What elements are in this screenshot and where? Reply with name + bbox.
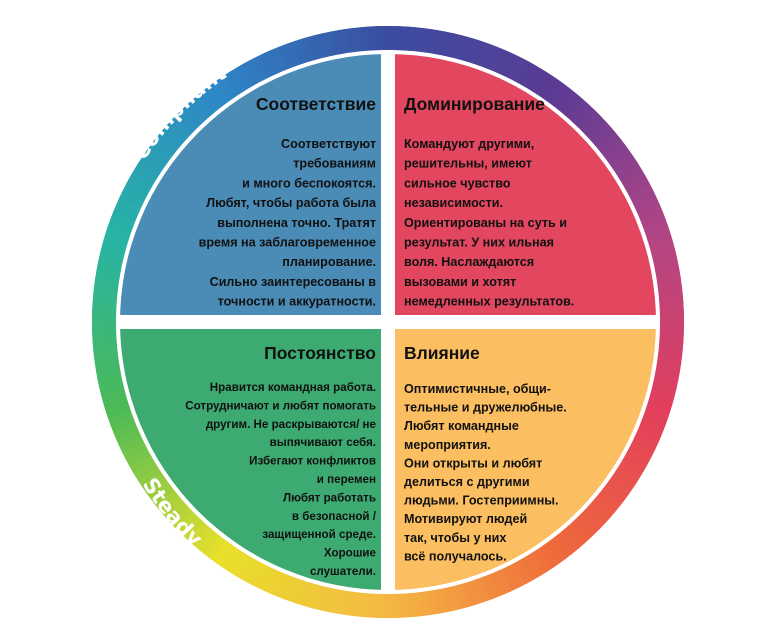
quadrant-text-line: и перемен — [317, 473, 376, 486]
quadrant-title-compliant: Соответствие — [256, 94, 376, 114]
quadrant-text-line: Сильно заинтересованы в — [210, 275, 377, 289]
quadrant-text-line: делиться с другими — [404, 475, 530, 489]
quadrant-text-line: защищенной среде. — [262, 528, 376, 541]
quadrant-text-line: Они открыты и любят — [404, 456, 542, 470]
quadrant-title-influential: Влияние — [404, 343, 480, 363]
quadrant-text-line: воля. Наслаждаются — [404, 255, 534, 269]
quadrant-text-line: Любят командные — [404, 419, 519, 433]
ring-segment — [383, 593, 400, 618]
quadrant-text-line: всё получалось. — [404, 549, 507, 563]
quadrant-text-line: Любят работать — [283, 491, 376, 504]
quadrant-text-line: Ориентированы на суть и — [404, 216, 567, 230]
quadrant-text-line: и много беспокоятся. — [242, 176, 376, 190]
quadrant-text-line: так, чтобы у них — [404, 531, 506, 545]
quadrant-text-line: Нравится командная работа. — [210, 381, 376, 394]
quadrant-text-line: Любят, чтобы работа была — [206, 196, 377, 210]
quadrant-text-line: немедленных результатов. — [404, 295, 574, 309]
quadrant-text-line: требованиям — [293, 157, 376, 171]
quadrant-text-line: выполнена точно. Тратят — [217, 216, 376, 230]
quadrant-text-line: планирование. — [282, 255, 376, 269]
quadrant-text-compliant: Соответствуют требованиям и много беспокоя… — [199, 137, 377, 309]
quadrant-text-line: в безопасной / — [292, 510, 377, 523]
quadrant-text-line: точности и аккуратности. — [218, 295, 376, 309]
quadrant-text-line: Избегают конфликтов — [249, 455, 376, 468]
quadrant-text-line: время на заблаговременное — [199, 236, 376, 250]
quadrant-text-line: Хорошие — [324, 547, 377, 560]
wheel-inner-disc — [116, 50, 660, 594]
quadrant-text-steady: Нравится командная работа. Сотрудничают и… — [185, 381, 377, 578]
quadrant-text-line: решительны, имеют — [404, 157, 532, 171]
quadrant-text-line: тельные и дружелюбные. — [404, 401, 567, 415]
quadrant-text-line: независимости. — [404, 196, 503, 210]
quadrant-text-line: Командуют другими, — [404, 137, 534, 151]
quadrant-text-line: слушатели. — [310, 565, 376, 578]
quadrant-text-dominant: Командуют другими, решительны, имеют сильн… — [404, 137, 574, 309]
quadrant-title-steady: Постоянство — [264, 343, 376, 363]
quadrant-title-dominant: Доминирование — [404, 94, 545, 114]
quadrant-text-line: людьми. Гостеприимны. — [404, 494, 559, 508]
quadrant-text-line: вызовами и хотят — [404, 275, 516, 289]
quadrant-text-line: Оптимистичные, общи- — [404, 382, 551, 396]
quadrant-text-line: мероприятия. — [404, 438, 491, 452]
quadrant-text-line: результат. У них ильная — [404, 236, 554, 250]
quadrant-text-line: Сотрудничают и любят помогать — [185, 399, 376, 412]
quadrant-text-line: другим. Не раскрываются/ не — [206, 418, 377, 431]
quadrant-text-line: выпячивают себя. — [270, 436, 376, 449]
color-ring — [92, 26, 684, 618]
quadrant-text-line: Мотивируют людей — [404, 512, 527, 526]
quadrant-text-line: Соответствуют — [281, 137, 376, 151]
quadrant-text-influential: Оптимистичные, общи-тельные и дружелюбны… — [404, 382, 567, 563]
quadrant-text-line: сильное чувство — [404, 176, 511, 190]
